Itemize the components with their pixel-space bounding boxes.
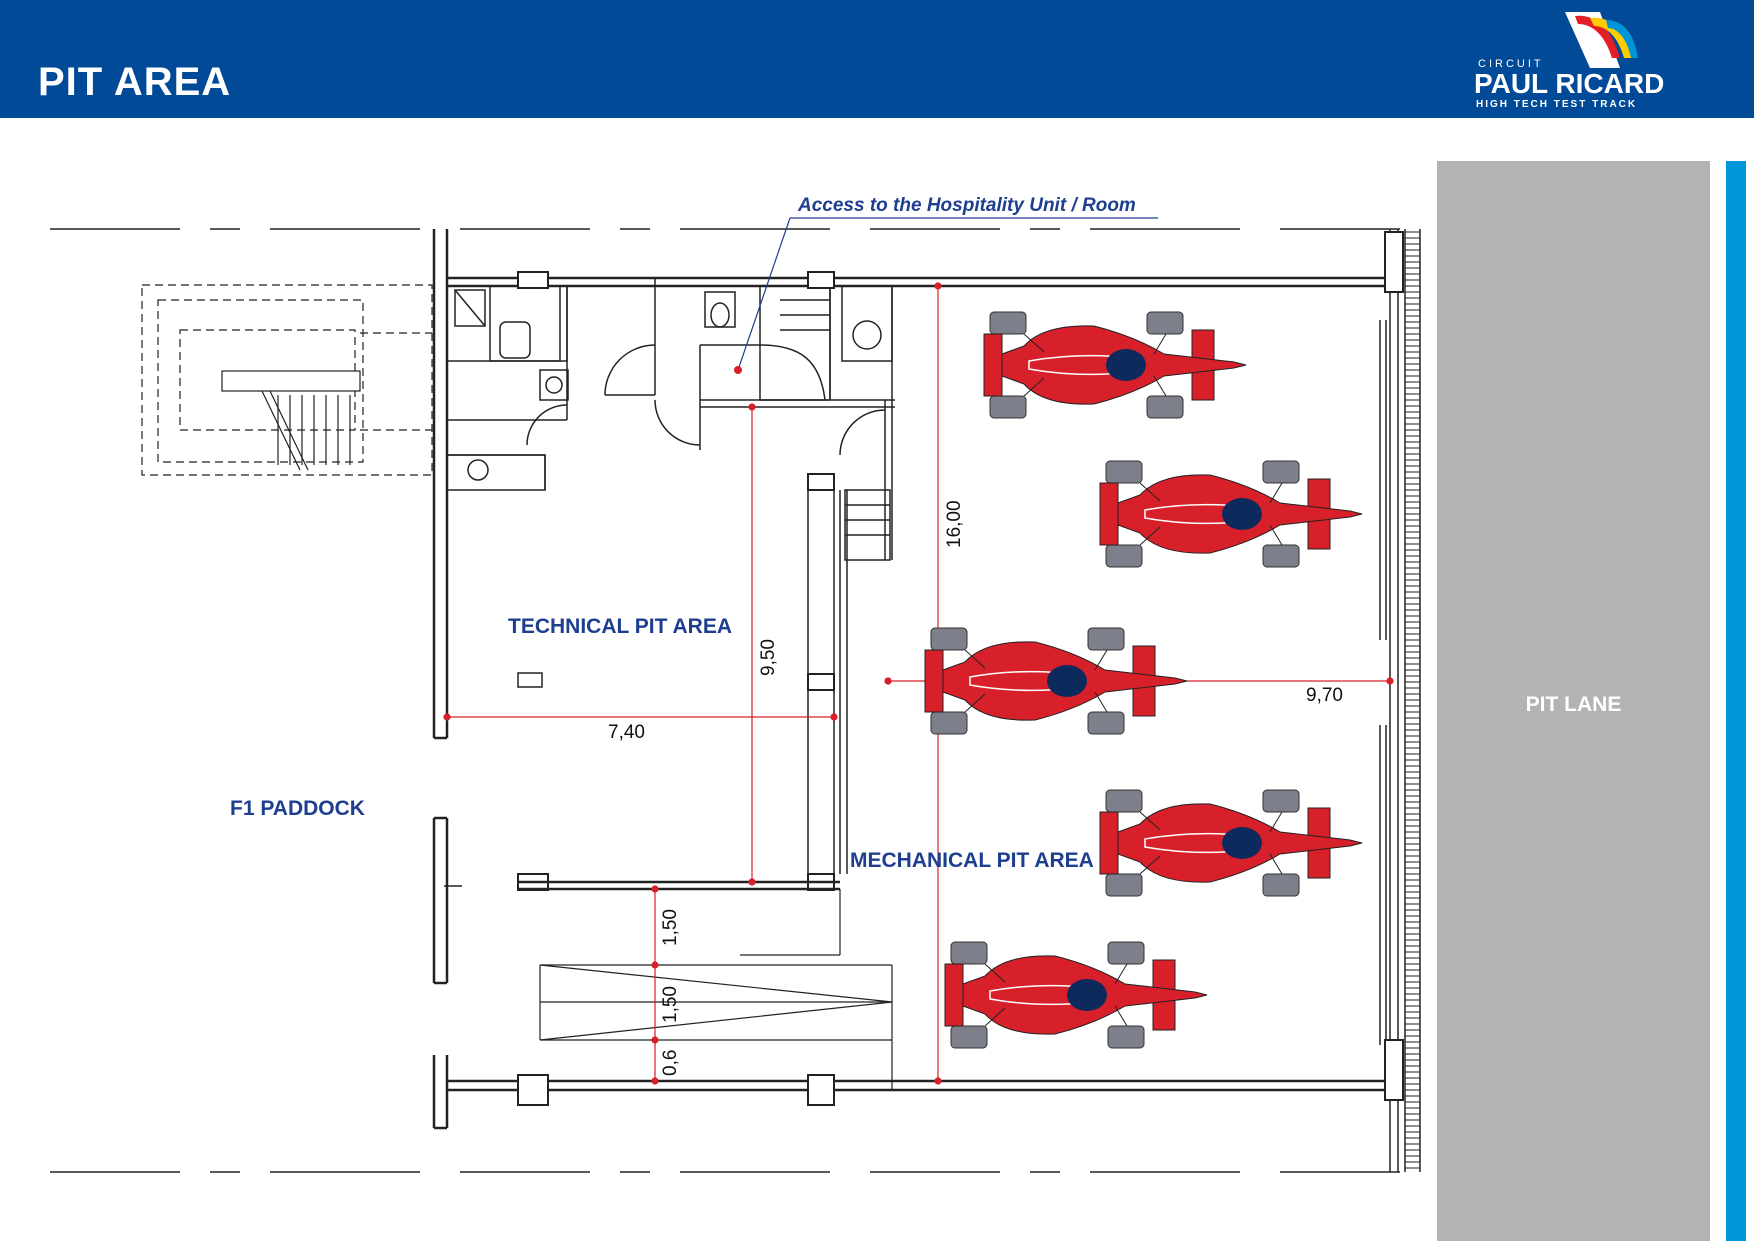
dimension-lower-3: 0,6	[660, 1049, 681, 1076]
page-title: PIT AREA	[38, 60, 232, 104]
external-stair-treads	[221, 370, 361, 471]
partition-wall	[807, 490, 848, 874]
race-car-5	[944, 941, 1208, 1049]
dimension-technical-depth: 9,50	[758, 639, 779, 676]
service-rooms	[446, 278, 895, 561]
access-leader	[737, 217, 1158, 371]
race-cars	[924, 311, 1363, 1049]
race-car-1	[983, 311, 1247, 419]
technical-pit-area-label: TECHNICAL PIT AREA	[508, 615, 733, 638]
pit-lane-strip	[1437, 161, 1710, 1241]
access-marker	[734, 366, 742, 374]
technical-lower-wall	[518, 880, 840, 891]
pit-lane-label: PIT LANE	[1525, 693, 1622, 716]
lower-partitions	[539, 889, 893, 1090]
shutter-ticks	[1405, 231, 1420, 1169]
dimension-lower-2: 1,50	[660, 986, 681, 1023]
header-bar	[0, 0, 1754, 118]
dimension-lines	[443, 282, 1394, 1085]
dimension-technical-width: 7,40	[608, 722, 645, 743]
logo-circuit-text: CIRCUIT	[1478, 58, 1544, 70]
logo-stripes-icon	[1565, 12, 1638, 68]
f1-paddock-label: F1 PADDOCK	[230, 797, 365, 820]
accent-bar	[1726, 161, 1746, 1241]
race-car-4	[1099, 789, 1363, 897]
mechanical-pit-area-label: MECHANICAL PIT AREA	[850, 849, 1094, 872]
dimension-lower-1: 1,50	[660, 909, 681, 946]
dimension-car-to-front: 9,70	[1306, 685, 1343, 706]
logo-tagline-text: HIGH TECH TEST TRACK	[1476, 99, 1638, 110]
dimension-garage-depth: 16,00	[944, 500, 965, 548]
floor-fixture	[517, 672, 543, 688]
race-car-2	[1099, 460, 1363, 568]
race-car-3	[924, 627, 1188, 735]
logo-name-text: PAUL RICARD	[1474, 68, 1665, 99]
outer-walls	[432, 229, 1390, 1130]
circuit-logo: CIRCUIT PAUL RICARD HIGH TECH TEST TRACK	[1470, 8, 1720, 112]
access-label: Access to the Hospitality Unit / Room	[798, 195, 1136, 216]
